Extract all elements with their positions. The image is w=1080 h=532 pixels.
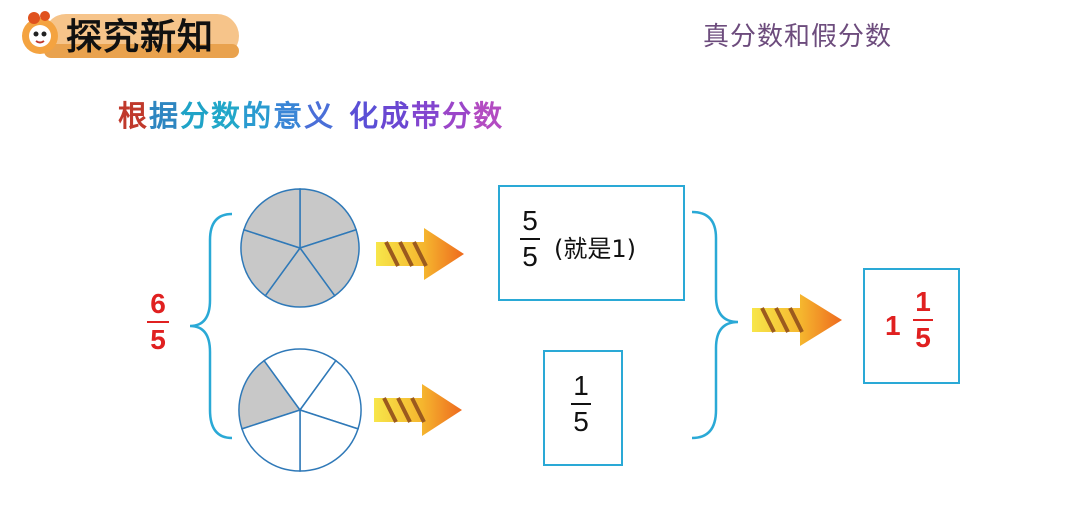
subtitle-char: 据: [149, 99, 181, 133]
pie-slice-shaded: [264, 246, 336, 308]
pie-one-fifth: [238, 348, 362, 472]
source-numerator: 6: [150, 288, 166, 319]
fraction-bar: [147, 321, 169, 323]
header-banner: [22, 11, 239, 58]
section-title: 探究新知: [66, 17, 215, 58]
subtitle-char: 分: [442, 99, 474, 133]
source-fraction: 6 5: [147, 290, 169, 354]
pie-slice-shaded: [299, 188, 358, 250]
pie-slice-shaded: [238, 359, 302, 430]
result-fraction: 1 5: [913, 288, 933, 352]
subtitle-char: 化: [349, 99, 381, 133]
subtitle-char: 数: [211, 99, 243, 133]
arrow-icon-result: [752, 294, 842, 346]
arrow-icon-top: [376, 228, 464, 280]
subtitle: 根据分数的意义 化成带分数: [118, 93, 504, 135]
result-numerator: 1: [915, 286, 931, 317]
fraction-bar: [913, 319, 933, 321]
pie-slice-empty: [241, 408, 301, 472]
box-five-fifths: 5 5 (就是1): [498, 185, 685, 301]
pie-five-fifths: [240, 188, 360, 308]
five-fifths-fraction: 5 5: [520, 207, 540, 271]
pie-slice-empty: [299, 408, 359, 472]
pie-slice-shaded: [240, 228, 302, 297]
mascot-icon: [22, 11, 58, 54]
subtitle-char: 分: [180, 99, 212, 133]
subtitle-char: 数: [473, 99, 505, 133]
subtitle-char: 成: [380, 99, 412, 133]
one-fifth-denominator: 5: [573, 406, 589, 437]
result-box: 1 1 5: [863, 268, 960, 384]
pie-slice-empty: [298, 359, 362, 430]
subtitle-char: 带: [411, 99, 443, 133]
pie-slice-empty: [263, 348, 337, 412]
fraction-bar: [520, 238, 540, 240]
box-one-fifth: 1 5: [543, 350, 623, 466]
left-brace: [189, 212, 233, 440]
five-fifths-note: (就是1): [554, 235, 636, 263]
subtitle-char: 根: [118, 99, 150, 133]
one-fifth-fraction: 1 5: [571, 372, 591, 436]
one-fifth-numerator: 1: [573, 370, 589, 401]
result-whole: 1: [885, 310, 901, 341]
five-fifths-numerator: 5: [522, 205, 538, 236]
header-banner-shadow: [44, 44, 239, 58]
subtitle-char: 义: [304, 99, 336, 133]
subtitle-char: 意: [273, 99, 305, 133]
lesson-title: 真分数和假分数: [703, 22, 893, 52]
pie-slice-shaded: [298, 228, 360, 297]
result-denominator: 5: [915, 322, 931, 353]
right-brace: [691, 210, 739, 440]
five-fifths-denominator: 5: [522, 241, 538, 272]
pie-slice-shaded: [242, 188, 301, 250]
subtitle-char: 的: [242, 99, 274, 133]
source-denominator: 5: [150, 324, 166, 355]
fraction-bar: [571, 403, 591, 405]
arrow-icon-bottom: [374, 384, 462, 436]
